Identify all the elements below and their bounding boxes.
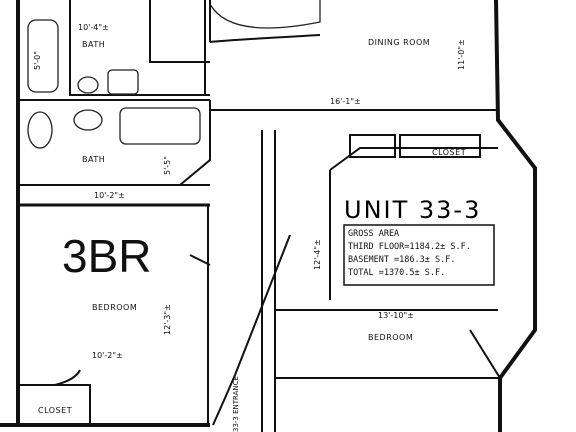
dim-hall-height: 12'-4"± (313, 239, 322, 270)
dining-fixture (209, 0, 321, 29)
gross-area-heading: GROSS AREA (348, 229, 399, 239)
room-label-closet-top: CLOSET (432, 148, 466, 157)
gross-area-third-floor: THIRD FLOOR=1184.2± S.F. (348, 242, 471, 252)
entrance-label: 33-3 ENTRANCE (232, 376, 240, 432)
entrance-path (212, 234, 291, 426)
sink-left (27, 111, 53, 149)
room-label-bath: BATH (82, 155, 105, 164)
dim-bedroom-left-width: 10'-2"± (92, 351, 123, 360)
dim-bath-height: 5'-5" (163, 156, 172, 175)
dim-dining-height: 11'-0"± (457, 39, 466, 70)
gross-area-box (343, 224, 495, 286)
dim-dining-width: 16'-1"± (330, 97, 361, 106)
dim-bath-top-width: 10'-4"± (78, 23, 109, 32)
dim-bedroom-left-height: 12'-3"± (163, 304, 172, 335)
room-label-dining: DINING ROOM (368, 38, 430, 47)
toilet-top (77, 76, 99, 94)
dim-bath-top-height: 5'-0" (33, 51, 42, 70)
sink-top (107, 69, 139, 95)
gross-area-basement: BASEMENT =186.3± S.F. (348, 255, 455, 265)
room-label-bath-top: BATH (82, 40, 105, 49)
bathtub-mid (119, 107, 201, 145)
gross-area-total: TOTAL =1370.5± S.F. (348, 268, 445, 278)
outer-wall-right (494, 0, 537, 432)
toilet-mid (73, 109, 103, 131)
room-label-bedroom-right: BEDROOM (368, 333, 413, 342)
bathtub-top (27, 19, 59, 93)
bedroom-count-badge: 3BR (62, 230, 151, 282)
outer-wall-left (16, 0, 210, 427)
unit-title: UNIT 33-3 (344, 196, 481, 224)
room-label-bedroom-left: BEDROOM (92, 303, 137, 312)
dim-bath-width: 10'-2"± (94, 191, 125, 200)
dim-bedroom-right-width: 13'-10"± (378, 311, 414, 320)
room-label-closet-bottom: CLOSET (38, 406, 72, 415)
